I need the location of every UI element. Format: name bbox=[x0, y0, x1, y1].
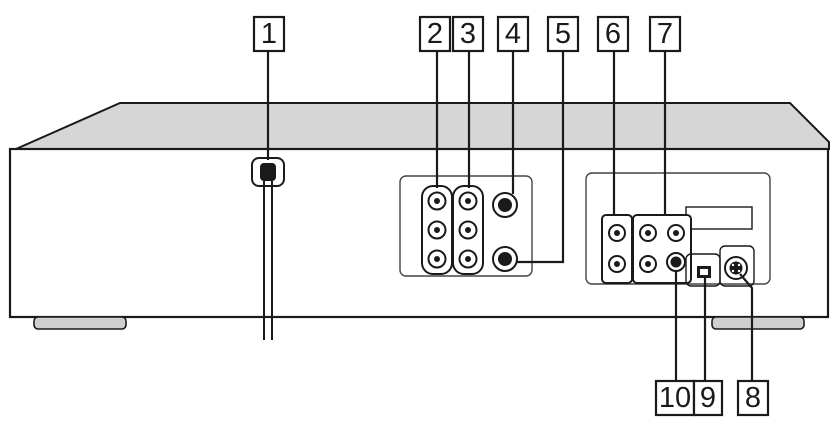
callout-2: 2 bbox=[418, 15, 452, 53]
callout-2-label: 2 bbox=[427, 18, 443, 50]
callout-3-label: 3 bbox=[460, 18, 476, 50]
optical-port-9 bbox=[697, 266, 711, 278]
jack-4 bbox=[492, 192, 518, 218]
right-foot bbox=[711, 316, 805, 330]
callout-10: 10 bbox=[654, 379, 696, 417]
callout-10-label: 10 bbox=[659, 382, 691, 414]
leader-5 bbox=[517, 52, 565, 264]
leader-8 bbox=[739, 273, 754, 380]
left-foot bbox=[33, 316, 127, 330]
callout-1: 1 bbox=[252, 15, 286, 53]
callout-8: 8 bbox=[736, 379, 770, 417]
jack-group-7 bbox=[632, 214, 692, 284]
jack-10 bbox=[666, 252, 686, 272]
callout-9: 9 bbox=[692, 379, 724, 417]
right-output-panel bbox=[585, 172, 771, 287]
jack-5 bbox=[492, 246, 518, 272]
callout-5-label: 5 bbox=[555, 18, 571, 50]
callout-4: 4 bbox=[496, 15, 530, 53]
callout-7-label: 7 bbox=[657, 18, 673, 50]
av-output-panel bbox=[399, 175, 533, 277]
callout-8-label: 8 bbox=[745, 382, 761, 414]
s-video-port-8 bbox=[724, 256, 748, 280]
callout-1-label: 1 bbox=[261, 18, 277, 50]
jacks-7 bbox=[639, 224, 685, 273]
callout-3: 3 bbox=[451, 15, 485, 53]
callout-9-label: 9 bbox=[700, 382, 716, 414]
jacks-6 bbox=[608, 224, 626, 273]
callout-6-label: 6 bbox=[605, 18, 621, 50]
jacks-3 bbox=[458, 191, 478, 269]
device-top-surface bbox=[15, 102, 830, 150]
leader-lines bbox=[266, 52, 754, 380]
callout-4-label: 4 bbox=[505, 18, 521, 50]
callout-5: 5 bbox=[546, 15, 580, 53]
callout-6: 6 bbox=[596, 15, 630, 53]
jacks-2 bbox=[427, 191, 447, 269]
callout-7: 7 bbox=[648, 15, 682, 53]
